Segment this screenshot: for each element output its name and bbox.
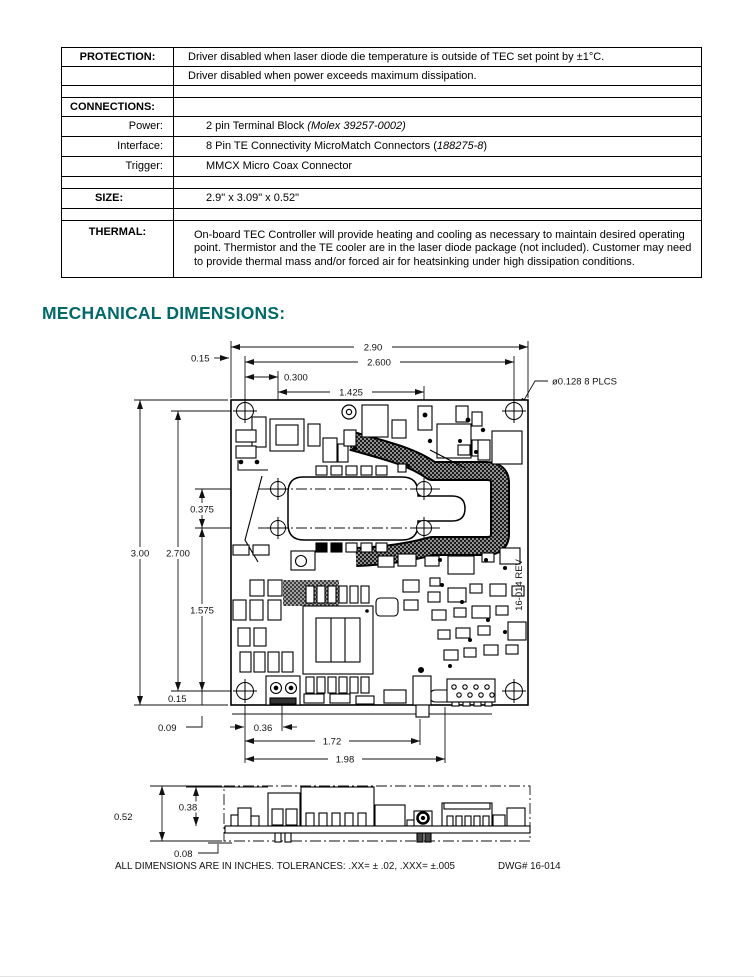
- board-silkscreen-label: 16-014 REV: [514, 558, 525, 610]
- dim-conn-offset: 1.98: [336, 755, 355, 766]
- row-label: SIZE:: [62, 189, 174, 208]
- row-label: Power:: [62, 117, 174, 136]
- table-row-interface: Interface: 8 Pin TE Connectivity MicroMa…: [61, 136, 702, 157]
- dwg-number: DWG# 16-014: [498, 861, 561, 872]
- hole-callout: ø0.128 8 PLCS: [552, 377, 617, 388]
- dim-inner-span-h: 1.425: [339, 388, 363, 399]
- pcb-side-view: [223, 785, 531, 843]
- dim-mmcx-offset: 1.72: [323, 737, 342, 748]
- mounting-hole: [502, 399, 526, 423]
- dim-block-offset: 0.36: [254, 723, 273, 734]
- dim-hole-span-v: 2.700: [166, 549, 190, 560]
- dim-side-pin-height: 0.08: [174, 849, 193, 860]
- table-row-protection: PROTECTION: Driver disabled when laser d…: [61, 47, 702, 67]
- table-row-thermal: THERMAL: On-board TEC Controller will pr…: [61, 220, 702, 278]
- spec-table: PROTECTION: Driver disabled when laser d…: [61, 47, 702, 278]
- dim-edge-bottom: 0.15: [168, 694, 187, 705]
- row-label: [62, 209, 174, 220]
- row-label: PROTECTION:: [62, 48, 174, 66]
- dim-side-comp-height: 0.38: [179, 803, 198, 814]
- dim-board-height: 3.00: [131, 549, 150, 560]
- mounting-hole: [413, 478, 435, 500]
- thermal-relief-band: [349, 431, 510, 567]
- dimension-labels: 2.90 2.600 0.300 1.425 0.15 ø0.128 8 PLC…: [114, 341, 617, 860]
- pcb-components: [232, 404, 527, 718]
- row-label: THERMAL:: [62, 221, 174, 277]
- page-title: MECHANICAL DIMENSIONS:: [42, 303, 286, 323]
- pcb-side-board-bar: [224, 825, 531, 834]
- dim-lower-span-v: 1.575: [190, 606, 214, 617]
- dim-board-width: 2.90: [364, 343, 383, 354]
- dim-under-gap: 0.09: [158, 723, 177, 734]
- dim-side-height: 0.52: [114, 812, 133, 823]
- table-row-power: Power: 2 pin Terminal Block (Molex 39257…: [61, 116, 702, 137]
- mounting-hole: [413, 517, 435, 539]
- solder-dots: [238, 412, 507, 668]
- mounting-holes: [233, 399, 526, 703]
- row-label: Trigger:: [62, 157, 174, 176]
- dim-hole-span-h: 2.600: [367, 358, 391, 369]
- mounting-hole: [233, 679, 257, 703]
- dim-inner-span-v: 0.375: [190, 505, 214, 516]
- mounting-hole: [267, 517, 289, 539]
- row-label: Interface:: [62, 137, 174, 156]
- micromatch-connector: [446, 678, 496, 707]
- table-row-trigger: Trigger: MMCX Micro Coax Connector: [61, 156, 702, 177]
- row-value: 2 pin Terminal Block (Molex 39257-0002): [206, 120, 406, 132]
- table-row-protection-2: Driver disabled when power exceeds maxim…: [61, 66, 702, 86]
- mechanical-drawing: 16-014 REV: [114, 341, 617, 872]
- row-label: [62, 86, 174, 97]
- mounting-hole: [233, 399, 257, 423]
- table-row-connections: CONNECTIONS:: [61, 97, 702, 117]
- row-value: Driver disabled when power exceeds maxim…: [188, 69, 477, 82]
- row-value: MMCX Micro Coax Connector: [206, 160, 353, 172]
- terminal-block: [265, 675, 301, 706]
- dim-edge-top: 0.15: [191, 354, 210, 365]
- mounting-hole: [267, 478, 289, 500]
- centerlines: [258, 488, 440, 529]
- row-value: 2.9" x 3.09" x 0.52": [206, 192, 300, 204]
- fiducial-mark: [341, 404, 357, 420]
- pcb-top-view: 16-014 REV: [230, 399, 529, 718]
- row-label: [62, 67, 174, 85]
- mounting-hole: [502, 679, 526, 703]
- row-value: On-board TEC Controller will provide hea…: [194, 228, 692, 268]
- row-value: 8 Pin TE Connectivity MicroMatch Connect…: [206, 140, 488, 152]
- row-label: [62, 177, 174, 188]
- table-row-size: SIZE: 2.9" x 3.09" x 0.52": [61, 188, 702, 209]
- dim-hole-offset-h: 0.300: [284, 373, 308, 384]
- row-label: CONNECTIONS:: [62, 98, 174, 116]
- row-value: Driver disabled when laser diode die tem…: [188, 50, 605, 63]
- mmcx-connector: [412, 666, 432, 718]
- tolerance-note: ALL DIMENSIONS ARE IN INCHES. TOLERANCES…: [115, 861, 456, 872]
